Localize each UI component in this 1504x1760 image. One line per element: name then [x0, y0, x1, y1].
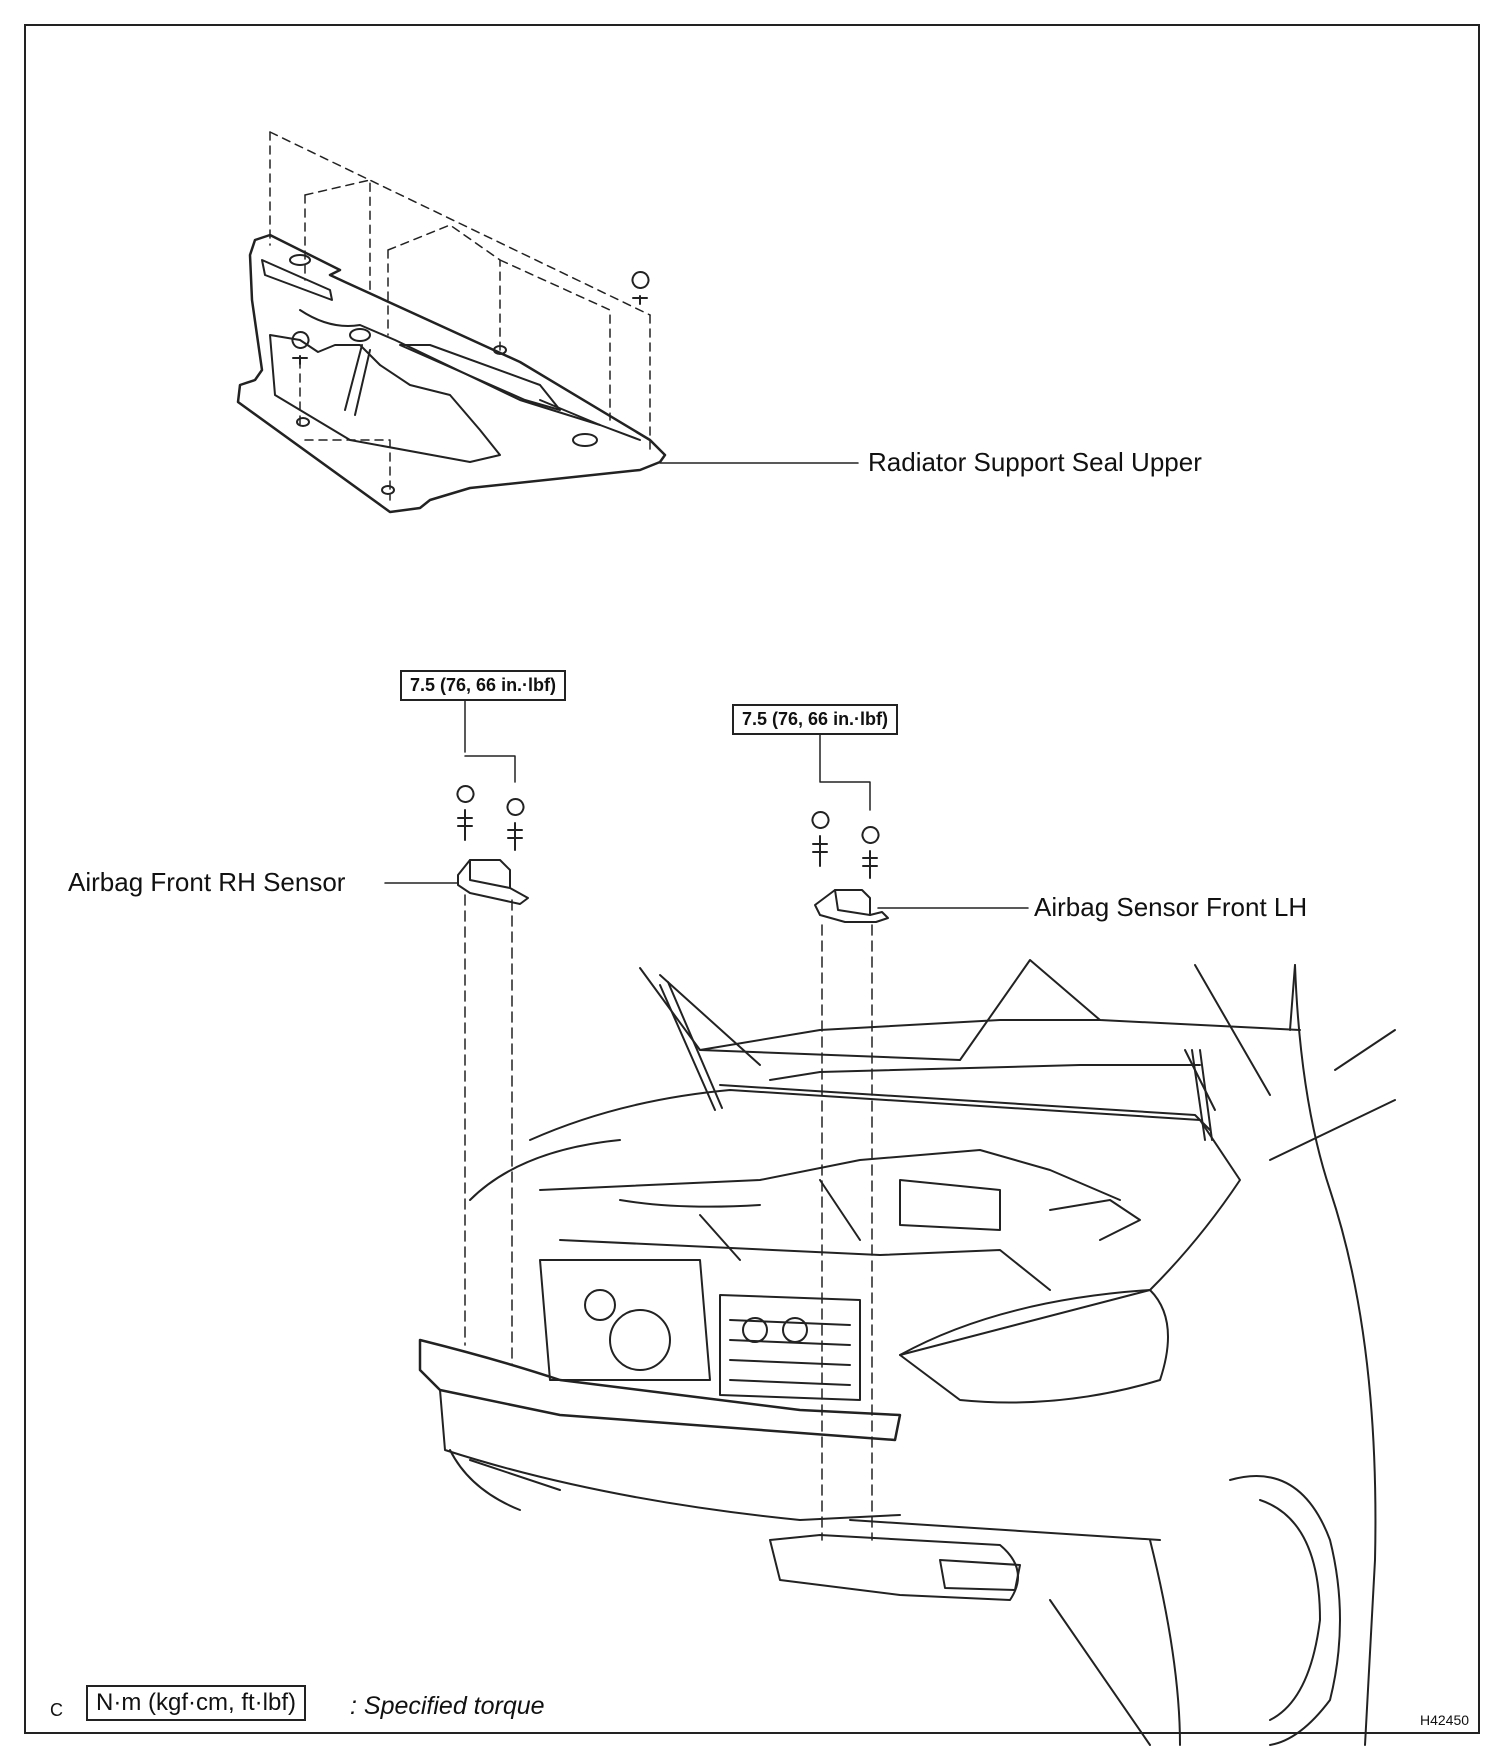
legend-unit-box: N·m (kgf·cm, ft·lbf)	[86, 1685, 306, 1721]
radiator-support-seal-part	[236, 131, 667, 514]
torque-spec-rh: 7.5 (76, 66 in.·lbf)	[400, 670, 567, 701]
diagram-frame	[24, 24, 1480, 1734]
sensor-lh-group	[811, 729, 889, 1541]
figure-id: H42450	[1420, 1712, 1470, 1728]
label-radiator-support-seal-upper: Radiator Support Seal Upper	[868, 447, 1202, 477]
sensor-rh-group	[456, 696, 529, 1366]
legend-text: : Specified torque	[350, 1692, 545, 1720]
vehicle-front-drawing	[418, 959, 1396, 1746]
label-airbag-sensor-front-lh: Airbag Sensor Front LH	[1034, 892, 1308, 922]
torque-spec-lh: 7.5 (76, 66 in.·lbf)	[732, 704, 899, 735]
legend-prefix: C	[50, 1700, 63, 1720]
label-airbag-front-rh-sensor: Airbag Front RH Sensor	[68, 867, 346, 897]
